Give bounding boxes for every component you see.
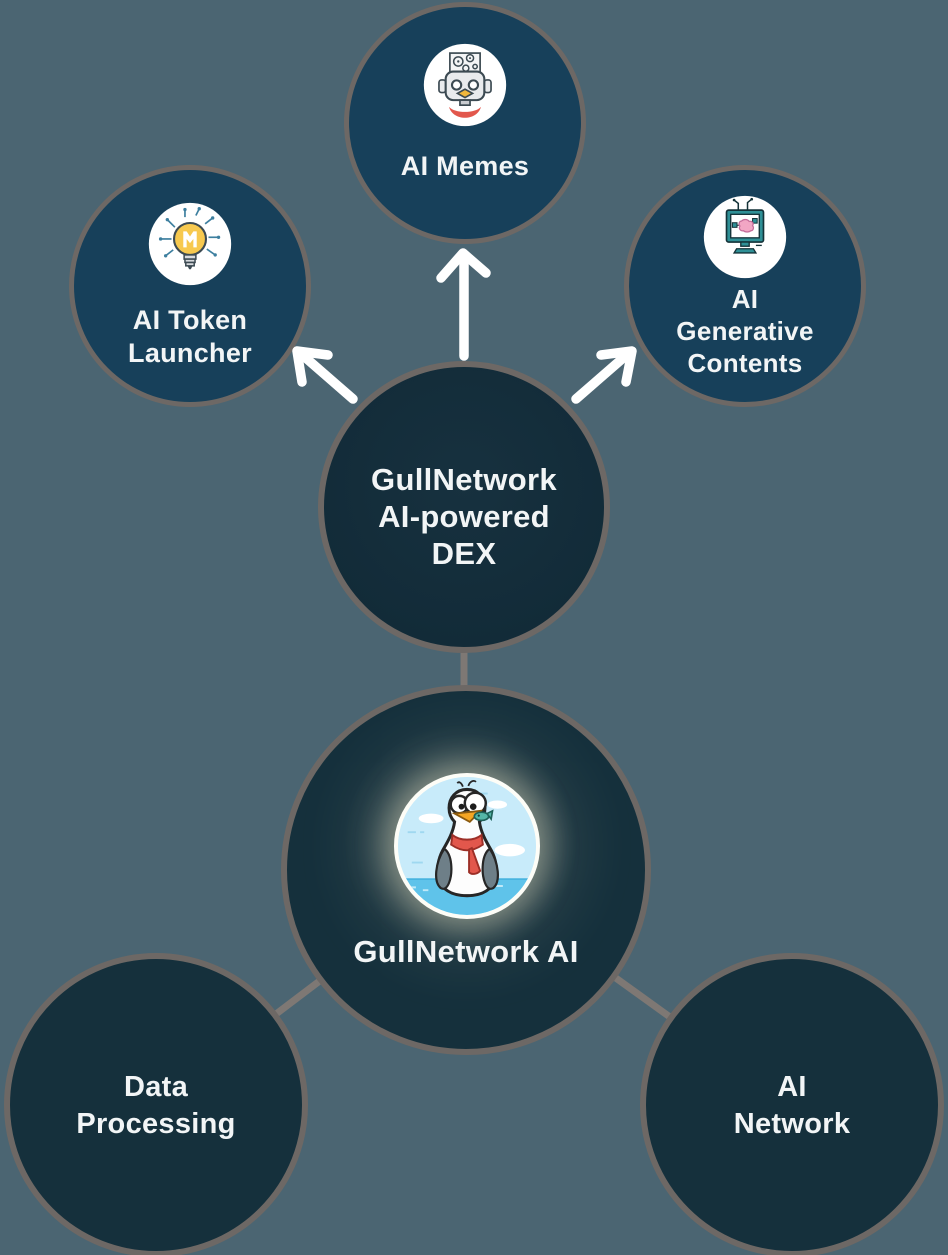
ai-token-launcher-label: AI Token Launcher bbox=[74, 304, 306, 370]
node-ai-token-launcher: AI Token Launcher bbox=[69, 165, 311, 407]
monitor-brain-icon bbox=[703, 195, 787, 279]
gullnetwork-ai-label: GullNetwork AI bbox=[287, 934, 645, 970]
robot-memes-icon bbox=[423, 43, 507, 127]
node-gullnetwork-ai: GullNetwork AI bbox=[281, 685, 651, 1055]
ai-memes-label-text: AI Memes bbox=[400, 151, 530, 181]
seagull-mascot-avatar bbox=[394, 773, 540, 919]
dex-line3: DEX bbox=[431, 536, 497, 571]
gullnetwork-ai-label-text: GullNetwork AI bbox=[353, 934, 579, 969]
node-gullnetwork-dex: GullNetwork AI-powered DEX bbox=[318, 361, 610, 653]
node-ai-memes: AI Memes bbox=[344, 2, 586, 244]
ai-generative-line1: AI bbox=[731, 284, 759, 314]
node-ai-network: AI Network bbox=[640, 953, 944, 1255]
dex-label: GullNetwork AI-powered DEX bbox=[324, 461, 604, 572]
dex-line1: GullNetwork bbox=[371, 462, 557, 497]
arrow-dex-to-ai-memes bbox=[436, 248, 491, 361]
ai-generative-line2: Generative bbox=[676, 316, 814, 346]
data-processing-line2: Processing bbox=[76, 1108, 236, 1140]
arrow-dex-to-ai-generative-contents bbox=[571, 346, 637, 404]
ai-generative-line3: Contents bbox=[687, 348, 803, 378]
data-processing-label: Data Processing bbox=[10, 1069, 302, 1143]
dex-line2: AI-powered bbox=[378, 499, 550, 534]
ai-network-line1: AI bbox=[777, 1071, 807, 1103]
node-data-processing: Data Processing bbox=[4, 953, 308, 1255]
ai-token-launcher-line2: Launcher bbox=[128, 338, 252, 368]
ai-network-line2: Network bbox=[733, 1108, 851, 1140]
ai-generative-contents-label: AI Generative Contents bbox=[629, 283, 861, 379]
node-ai-generative-contents: AI Generative Contents bbox=[624, 165, 866, 407]
ai-network-label: AI Network bbox=[646, 1069, 938, 1143]
bulb-circuit-icon bbox=[148, 202, 232, 286]
ai-memes-label: AI Memes bbox=[349, 151, 581, 182]
data-processing-line1: Data bbox=[123, 1071, 189, 1103]
ai-token-launcher-line1: AI Token bbox=[132, 305, 248, 335]
